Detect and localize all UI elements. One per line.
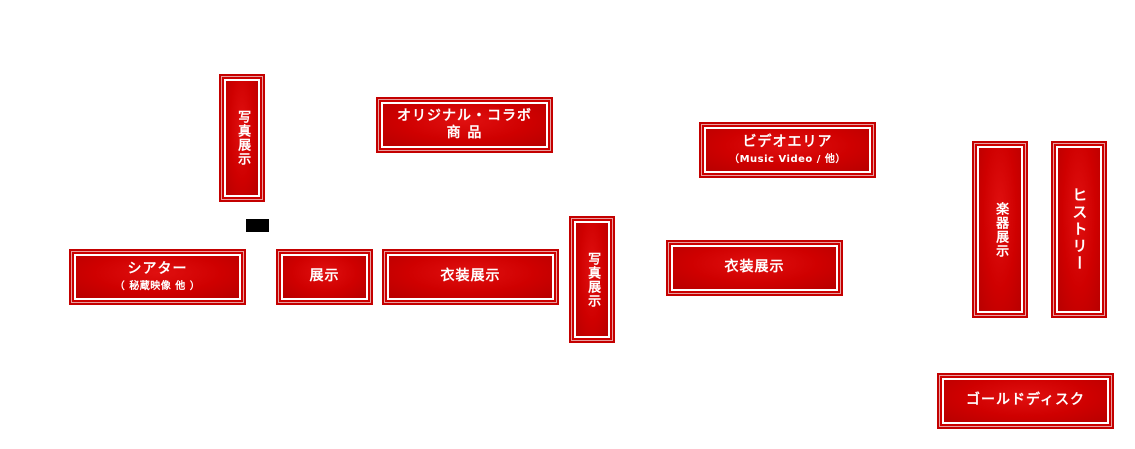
zone-video-area[interactable]: ビデオエリア （Music Video / 他） (699, 122, 876, 178)
zone-photo-exhibit-2[interactable]: 写真展示 (569, 216, 615, 343)
zone-original-collab-goods[interactable]: オリジナル・コラボ 商 品 (376, 97, 553, 153)
zone-instrument-exhibit[interactable]: 楽器展示 (972, 141, 1028, 318)
zone-label: 衣装展示 (384, 251, 557, 303)
zone-label: 展示 (278, 251, 371, 303)
zone-label: ヒストリー (1053, 143, 1105, 316)
zone-label: オリジナル・コラボ 商 品 (378, 99, 551, 151)
zone-history[interactable]: ヒストリー (1051, 141, 1107, 318)
zone-costume-exhibit-2[interactable]: 衣装展示 (666, 240, 843, 296)
zone-video-area-sub: （Music Video / 他） (729, 153, 846, 165)
zone-original-collab-goods-line2: 商 品 (446, 125, 483, 141)
zone-instrument-exhibit-label: 楽器展示 (993, 201, 1009, 258)
zone-label: 楽器展示 (974, 143, 1026, 316)
zone-exhibit[interactable]: 展示 (276, 249, 373, 305)
zone-photo-exhibit-2-label: 写真展示 (585, 251, 601, 308)
zone-label: 衣装展示 (668, 242, 841, 294)
zone-costume-exhibit-2-label: 衣装展示 (724, 259, 785, 276)
zone-theater-label: シアター (127, 261, 188, 277)
zone-label: 写真展示 (571, 218, 613, 341)
zone-gold-disc[interactable]: ゴールドディスク (937, 373, 1114, 429)
zone-photo-exhibit-1-label: 写真展示 (235, 110, 251, 166)
zone-exhibit-label: 展示 (309, 268, 340, 285)
zone-video-area-label: ビデオエリア (742, 134, 833, 150)
zone-gold-disc-label: ゴールドディスク (965, 392, 1086, 409)
zone-theater-sub: （ 秘蔵映像 他 ） (114, 280, 201, 292)
zone-label: ゴールドディスク (939, 375, 1112, 427)
zone-photo-exhibit-1[interactable]: 写真展示 (219, 74, 265, 202)
entrance-marker (246, 219, 269, 232)
zone-original-collab-goods-line1: オリジナル・コラボ (397, 107, 532, 124)
zone-history-label: ヒストリー (1070, 187, 1089, 272)
zone-label: 写真展示 (221, 76, 263, 200)
zone-costume-exhibit-1[interactable]: 衣装展示 (382, 249, 559, 305)
zone-label: ビデオエリア （Music Video / 他） (701, 124, 874, 176)
zone-label: シアター （ 秘蔵映像 他 ） (71, 251, 244, 303)
zone-costume-exhibit-1-label: 衣装展示 (440, 268, 501, 285)
zone-theater[interactable]: シアター （ 秘蔵映像 他 ） (69, 249, 246, 305)
